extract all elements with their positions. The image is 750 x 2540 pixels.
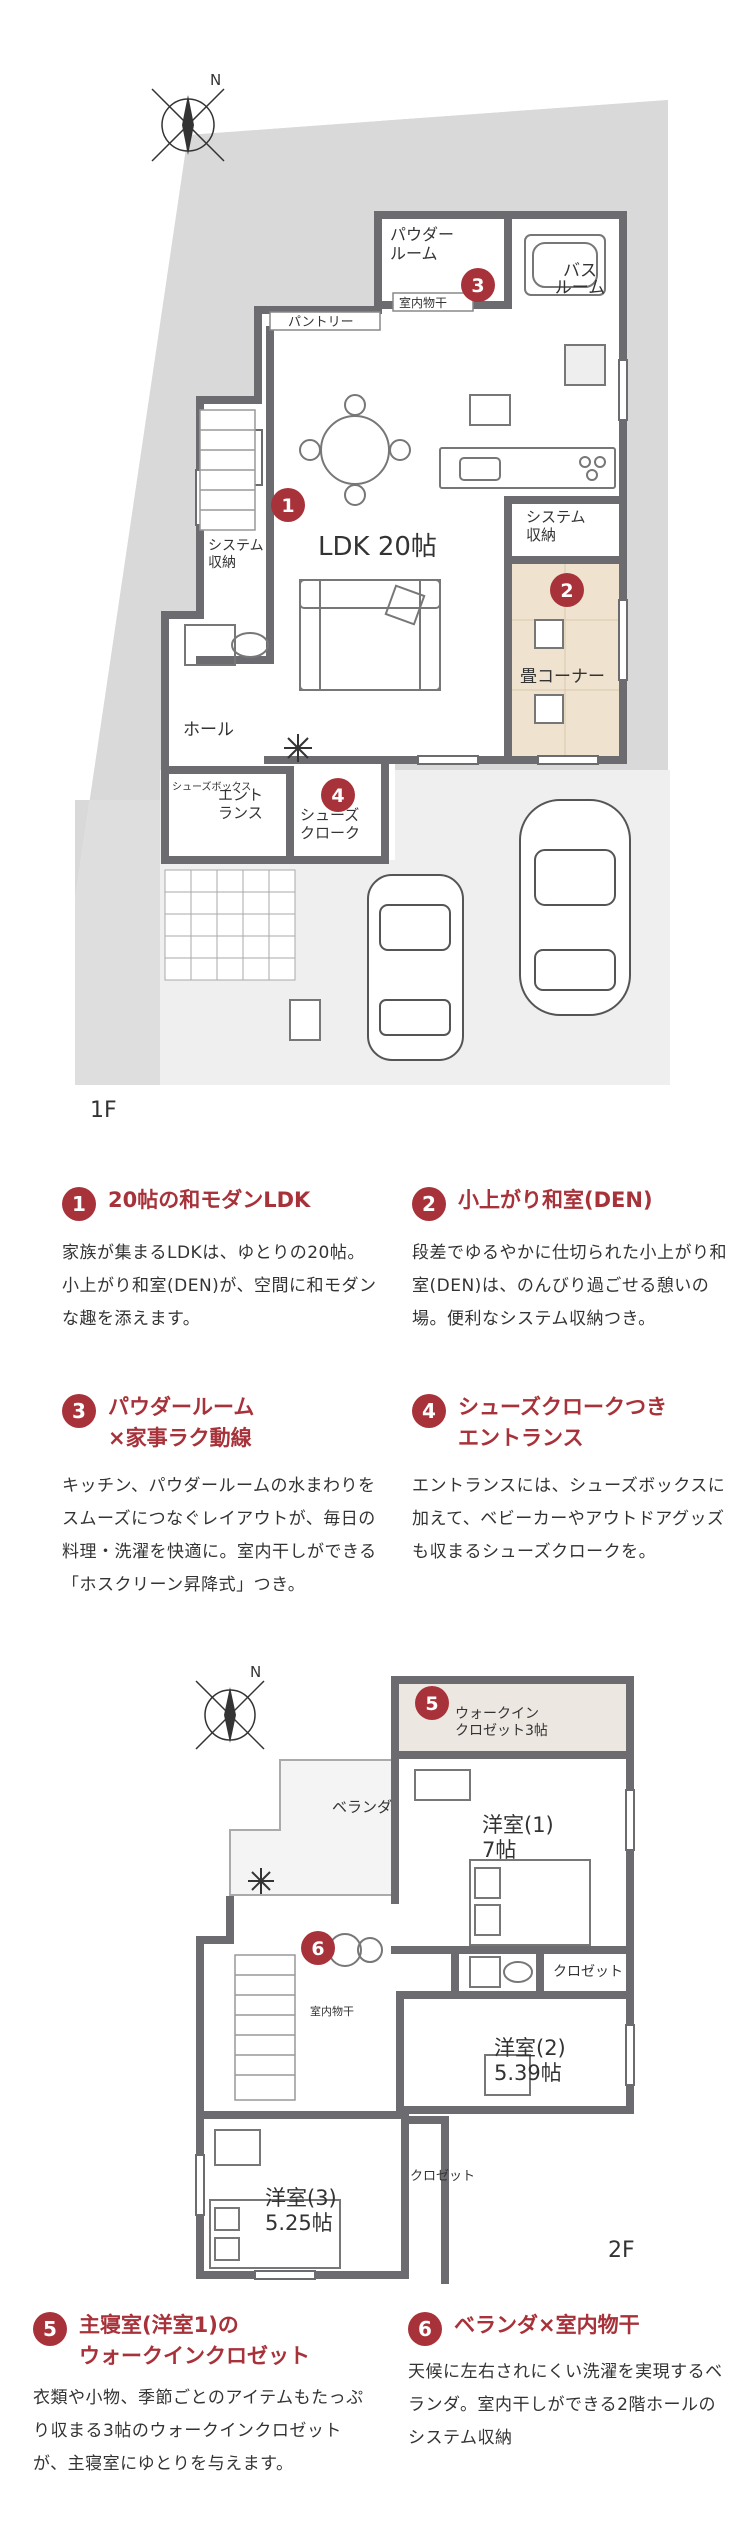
label-western-3: 洋室(3)5.25帖 xyxy=(265,2186,337,2235)
car-icon xyxy=(367,874,464,1061)
feature-title: 主寝室(洋室1)の ウォークインクロゼット xyxy=(79,2313,310,2368)
feature-title: シューズクロークつき エントランス xyxy=(458,1395,667,1450)
kitchen-icon xyxy=(439,344,616,489)
svg-text:1: 1 xyxy=(281,495,294,517)
marker-2: 2 xyxy=(550,573,584,607)
label-shoes-cloak: シューズクローク xyxy=(300,806,360,842)
toilet-icon xyxy=(328,1933,533,1988)
walls-2f xyxy=(196,1676,634,2284)
toilet-icon xyxy=(184,624,269,666)
label-indoor-dry-1f: 室内物干 xyxy=(399,295,447,310)
floor-plan-1f-drawing: バスルーム パウダールーム 室内物干 パントリー LDK 20帖 システム収納 … xyxy=(75,71,670,1085)
label-closet-a: クロゼット xyxy=(553,1964,623,1980)
feature-6: 6 ベランダ×室内物干 天候に左右されにくい洗濯を実現するベランダ。室内干しができ… xyxy=(408,2310,728,2455)
label-shoes-box: シューズボックス xyxy=(172,780,251,793)
feature-2: 2 小上がり和室(DEN) 段差でゆるやかに仕切られた小上がり和室(DEN)は、の… xyxy=(412,1185,732,1336)
label-veranda: ベランダ xyxy=(332,1798,392,1816)
feature-5: 5 主寝室(洋室1)の ウォークインクロゼット 衣類や小物、季節ごとのアイテムもた… xyxy=(33,2310,373,2481)
tatami-stools xyxy=(534,619,564,724)
feature-badge: 5 xyxy=(33,2312,67,2346)
floor-plan-1f: バスルーム パウダールーム 室内物干 パントリー LDK 20帖 システム収納 … xyxy=(0,0,750,1150)
label-western-2: 洋室(2)5.39帖 xyxy=(494,2036,566,2085)
label-bath: バスルーム xyxy=(555,261,606,298)
floor-label-1f: 1F xyxy=(90,1098,117,1123)
label-pantry: パントリー xyxy=(288,315,354,330)
svg-text:2: 2 xyxy=(560,580,573,602)
feature-title: ベランダ×室内物干 xyxy=(454,2313,640,2337)
plant-icon xyxy=(248,1868,274,1894)
label-closet-b: クロゼット xyxy=(410,2169,475,2184)
feature-badge: 3 xyxy=(62,1394,96,1428)
approach-tiles xyxy=(164,869,296,981)
label-powder: パウダールーム xyxy=(390,225,454,263)
feature-badge: 2 xyxy=(412,1187,446,1221)
bed-icon xyxy=(469,1859,591,1946)
floor-plan-2f-drawing: N ウォークインクロゼット3帖 ベランダ 洋室(1)7帖 クロゼット 室内物干 … xyxy=(195,1663,635,2284)
floor-plan-2f: N ウォークインクロゼット3帖 ベランダ 洋室(1)7帖 クロゼット 室内物干 … xyxy=(0,1660,750,2300)
svg-text:N: N xyxy=(210,71,221,89)
feature-body: 段差でゆるやかに仕切られた小上がり和室(DEN)は、のんびり過ごせる憩いの場。便… xyxy=(412,1243,727,1329)
svg-text:5: 5 xyxy=(425,1693,438,1715)
marker-4: 4 xyxy=(321,778,355,812)
label-system-storage-right: システム収納 xyxy=(526,508,586,544)
label-entrance: エントランス xyxy=(218,786,263,822)
marker-6: 6 xyxy=(301,1931,335,1965)
indoor-dry-box xyxy=(392,292,474,312)
plant-icon xyxy=(284,734,312,762)
svg-text:6: 6 xyxy=(311,1938,324,1960)
marker-1: 1 xyxy=(271,488,305,522)
label-ldk: LDK 20帖 xyxy=(318,532,437,562)
feature-title: 20帖の和モダンLDK xyxy=(108,1188,311,1212)
feature-title: パウダールーム ×家事ラク動線 xyxy=(108,1395,255,1450)
feature-body: 衣類や小物、季節ごとのアイテムもたっぷり収まる3帖のウォークインクロゼットが、主… xyxy=(33,2388,364,2474)
feature-4: 4 シューズクロークつき エントランス エントランスには、シューズボックスに加えて… xyxy=(412,1392,732,1569)
feature-title: 小上がり和室(DEN) xyxy=(458,1188,653,1212)
feature-badge: 1 xyxy=(62,1187,96,1221)
label-western-1: 洋室(1)7帖 xyxy=(482,1813,554,1862)
feature-body: エントランスには、シューズボックスに加えて、ベビーカーやアウトドアグッズも収まる… xyxy=(412,1476,726,1562)
feature-body: キッチン、パウダールームの水まわりをスムーズにつなぐレイアウトが、毎日の料理・洗… xyxy=(62,1476,377,1595)
bed-icon xyxy=(209,2199,341,2269)
label-system-storage-left: システム収納 xyxy=(208,538,264,571)
svg-text:N: N xyxy=(250,1663,261,1681)
dining-table-icon xyxy=(299,394,411,506)
marker-5: 5 xyxy=(415,1686,449,1720)
svg-text:3: 3 xyxy=(471,275,484,297)
feature-3: 3 パウダールーム ×家事ラク動線 キッチン、パウダールームの水まわりをスムーズに… xyxy=(62,1392,382,1602)
svg-text:4: 4 xyxy=(331,785,344,807)
feature-body: 家族が集まるLDKは、ゆとりの20帖。小上がり和室(DEN)が、空間に和モダンな… xyxy=(62,1243,377,1329)
feature-body: 天候に左右されにくい洗濯を実現するベランダ。室内干しができる2階ホールのシステム… xyxy=(408,2362,723,2448)
compass-icon: N xyxy=(151,71,225,162)
floor-label-2f: 2F xyxy=(608,2238,635,2263)
feature-badge: 4 xyxy=(412,1394,446,1428)
desk-icon xyxy=(214,1769,531,2166)
stairs-icon xyxy=(234,1954,296,2101)
stairs-icon xyxy=(199,409,256,531)
feature-1: 1 20帖の和モダンLDK 家族が集まるLDKは、ゆとりの20帖。小上がり和室(D… xyxy=(62,1185,382,1336)
sofa-icon xyxy=(299,579,441,691)
label-hall: ホール xyxy=(183,720,234,740)
feature-badge: 6 xyxy=(408,2312,442,2346)
car-icon xyxy=(519,799,631,1016)
marker-3: 3 xyxy=(461,268,495,302)
label-walkin: ウォークインクロゼット3帖 xyxy=(455,1706,548,1739)
compass-icon: N xyxy=(195,1663,265,1750)
label-indoor-dry-2f: 室内物干 xyxy=(310,2004,354,2018)
label-tatami: 畳コーナー xyxy=(520,667,605,687)
bathtub-icon xyxy=(524,234,606,296)
